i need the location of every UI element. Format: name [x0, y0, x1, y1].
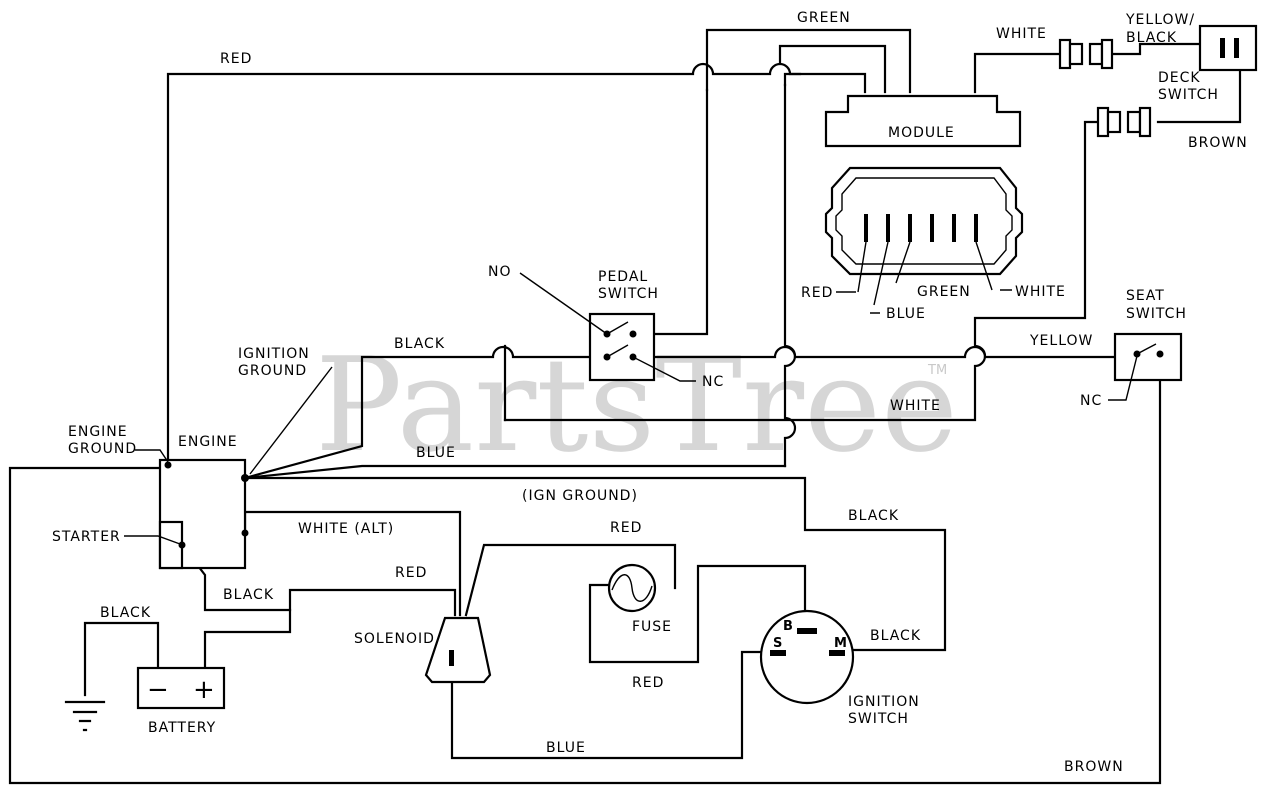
label-nc-pedal: NC — [702, 374, 724, 390]
brown-connector — [1096, 106, 1152, 138]
ignition-term-m: M — [834, 636, 847, 651]
label-white-top: WHITE — [996, 26, 1047, 42]
label-white-mid: WHITE — [890, 398, 941, 414]
label-ign-ground: (IGN GROUND) — [522, 488, 638, 504]
leader-lines — [124, 272, 1138, 545]
engine — [158, 458, 249, 570]
label-black-right: BLACK — [848, 508, 899, 524]
label-pedal-switch-2: SWITCH — [598, 286, 659, 302]
label-red-top: RED — [220, 51, 252, 67]
label-ignition-switch-1: IGNITION — [848, 694, 920, 710]
labels: RED GREEN WHITE YELLOW/ BLACK DECK SWITC… — [52, 10, 1248, 775]
fuse[interactable] — [607, 563, 657, 613]
label-black-ign: BLACK — [870, 628, 921, 644]
pedal-switch[interactable] — [588, 312, 656, 382]
wire-battery-red — [203, 608, 292, 670]
wire-module-feed — [778, 44, 887, 94]
ground-icon — [64, 700, 106, 732]
connector-green-label: GREEN — [917, 284, 971, 300]
label-seat-switch-2: SWITCH — [1126, 306, 1187, 322]
wire-yellow-black — [1111, 42, 1202, 56]
label-blue-mid: BLUE — [416, 445, 456, 461]
label-green: GREEN — [797, 10, 851, 26]
watermark-trademark: TM — [927, 363, 947, 378]
label-ignition-switch-2: SWITCH — [848, 711, 909, 727]
label-brown-top: BROWN — [1188, 135, 1248, 151]
label-starter: STARTER — [52, 529, 121, 545]
solenoid — [424, 616, 492, 684]
wire-white-alt — [243, 510, 462, 617]
label-black-battery: BLACK — [100, 605, 151, 621]
label-seat-switch-1: SEAT — [1126, 288, 1165, 304]
label-blue-low: BLUE — [546, 740, 586, 756]
wire-black — [243, 345, 607, 480]
wires — [8, 28, 1242, 785]
label-yellow-black-2: BLACK — [1126, 30, 1177, 46]
label-nc-seat: NC — [1080, 393, 1102, 409]
module-label: MODULE — [888, 125, 955, 141]
label-red-fuse: RED — [610, 520, 642, 536]
seat-switch[interactable] — [1113, 332, 1183, 382]
connector-blue-label: BLUE — [886, 306, 926, 322]
connector-pins — [864, 214, 978, 242]
label-no: NO — [488, 264, 512, 280]
wire-fuse-loop — [588, 564, 807, 664]
module-connector: RED GREEN WHITE BLUE — [801, 166, 1066, 322]
label-engine: ENGINE — [178, 434, 238, 450]
wire-yellow — [628, 345, 1137, 359]
wire-blue-low — [450, 650, 772, 760]
wire-red-top — [166, 62, 802, 467]
label-deck-switch-2: SWITCH — [1158, 87, 1219, 103]
wire-brown-low — [8, 350, 1162, 785]
label-black-starter: BLACK — [223, 587, 274, 603]
wire-battery-black — [83, 621, 160, 697]
battery-minus: − — [147, 675, 169, 705]
wire-red-solenoid — [464, 543, 677, 617]
ignition-switch[interactable]: B S M — [759, 609, 855, 705]
label-yellow-black-1: YELLOW/ — [1125, 12, 1195, 28]
label-engine-ground-1: ENGINE — [68, 424, 128, 440]
label-battery: BATTERY — [148, 720, 216, 736]
label-ignition-ground-1: IGNITION — [238, 346, 310, 362]
connector-white-label: WHITE — [1015, 284, 1066, 300]
module: MODULE — [824, 94, 1022, 148]
label-red-low: RED — [632, 675, 664, 691]
label-red-solenoid: RED — [395, 565, 427, 581]
wire-brown-deck — [1156, 66, 1242, 124]
ignition-term-b: B — [783, 619, 793, 634]
label-black-mid: BLACK — [394, 336, 445, 352]
deck-switch — [1198, 24, 1258, 72]
label-solenoid: SOLENOID — [354, 631, 435, 647]
label-engine-ground-2: GROUND — [68, 441, 137, 457]
battery-plus: + — [193, 675, 215, 705]
wire-pedal-no — [628, 88, 709, 336]
label-yellow: YELLOW — [1029, 333, 1093, 349]
label-fuse: FUSE — [632, 619, 672, 635]
white-connector — [1058, 38, 1114, 70]
wire-white-top — [973, 52, 1062, 94]
wire-module-feed2 — [783, 72, 867, 94]
label-pedal-switch-1: PEDAL — [598, 269, 648, 285]
label-ignition-ground-2: GROUND — [238, 363, 307, 379]
label-brown-low: BROWN — [1064, 759, 1124, 775]
label-deck-switch-1: DECK — [1158, 70, 1201, 86]
label-white-alt: WHITE (ALT) — [298, 521, 394, 537]
battery: − + — [136, 666, 226, 710]
connector-red-label: RED — [801, 285, 833, 301]
wire-green — [705, 28, 912, 94]
ignition-term-s: S — [773, 636, 782, 651]
wire-ign-ground — [243, 476, 947, 652]
wire-blue-mid — [243, 464, 787, 480]
